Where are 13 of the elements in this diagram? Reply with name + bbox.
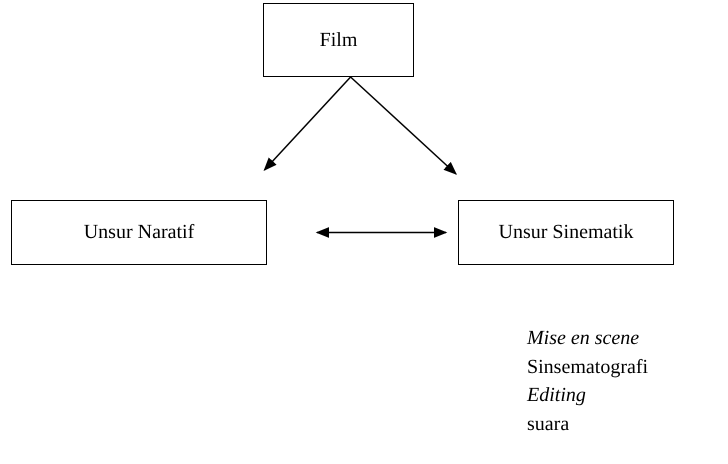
list-item: Editing — [527, 383, 586, 407]
node-label: Film — [320, 28, 358, 52]
process-box — [458, 200, 674, 265]
process-box — [263, 3, 414, 77]
process-box — [11, 200, 267, 265]
arrow — [350, 76, 457, 175]
list-item: suara — [527, 412, 570, 436]
list-item: Sinsematografi — [527, 354, 648, 378]
node-label: Unsur Sinematik — [498, 221, 634, 244]
node-label: Unsur Naratif — [84, 221, 194, 244]
list-item: Mise en scene — [527, 326, 640, 350]
arrow — [316, 227, 448, 238]
arrow — [264, 76, 352, 171]
